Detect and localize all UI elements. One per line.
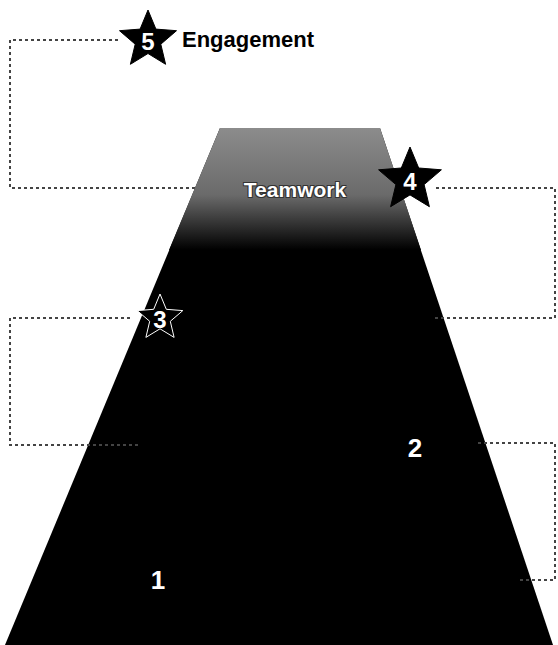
- dotted-bracket: [478, 443, 555, 580]
- callout-number: 4: [403, 168, 416, 196]
- pyramid-shape: [5, 128, 553, 645]
- dotted-bracket: [10, 318, 138, 445]
- star-badge: 4: [377, 147, 443, 213]
- pyramid-band: Teamwork: [169, 128, 421, 250]
- callout-number: 5: [141, 28, 154, 56]
- callout-number: 1: [151, 565, 165, 596]
- heading-label: Engagement: [182, 27, 314, 53]
- dotted-bracket: [10, 40, 214, 188]
- star-badge: 3: [136, 294, 184, 342]
- star-badge: 5: [118, 10, 178, 70]
- band-label: Teamwork: [244, 178, 346, 202]
- callout-number: 2: [408, 433, 422, 464]
- dotted-bracket: [434, 188, 555, 318]
- callout-number: 3: [153, 306, 166, 334]
